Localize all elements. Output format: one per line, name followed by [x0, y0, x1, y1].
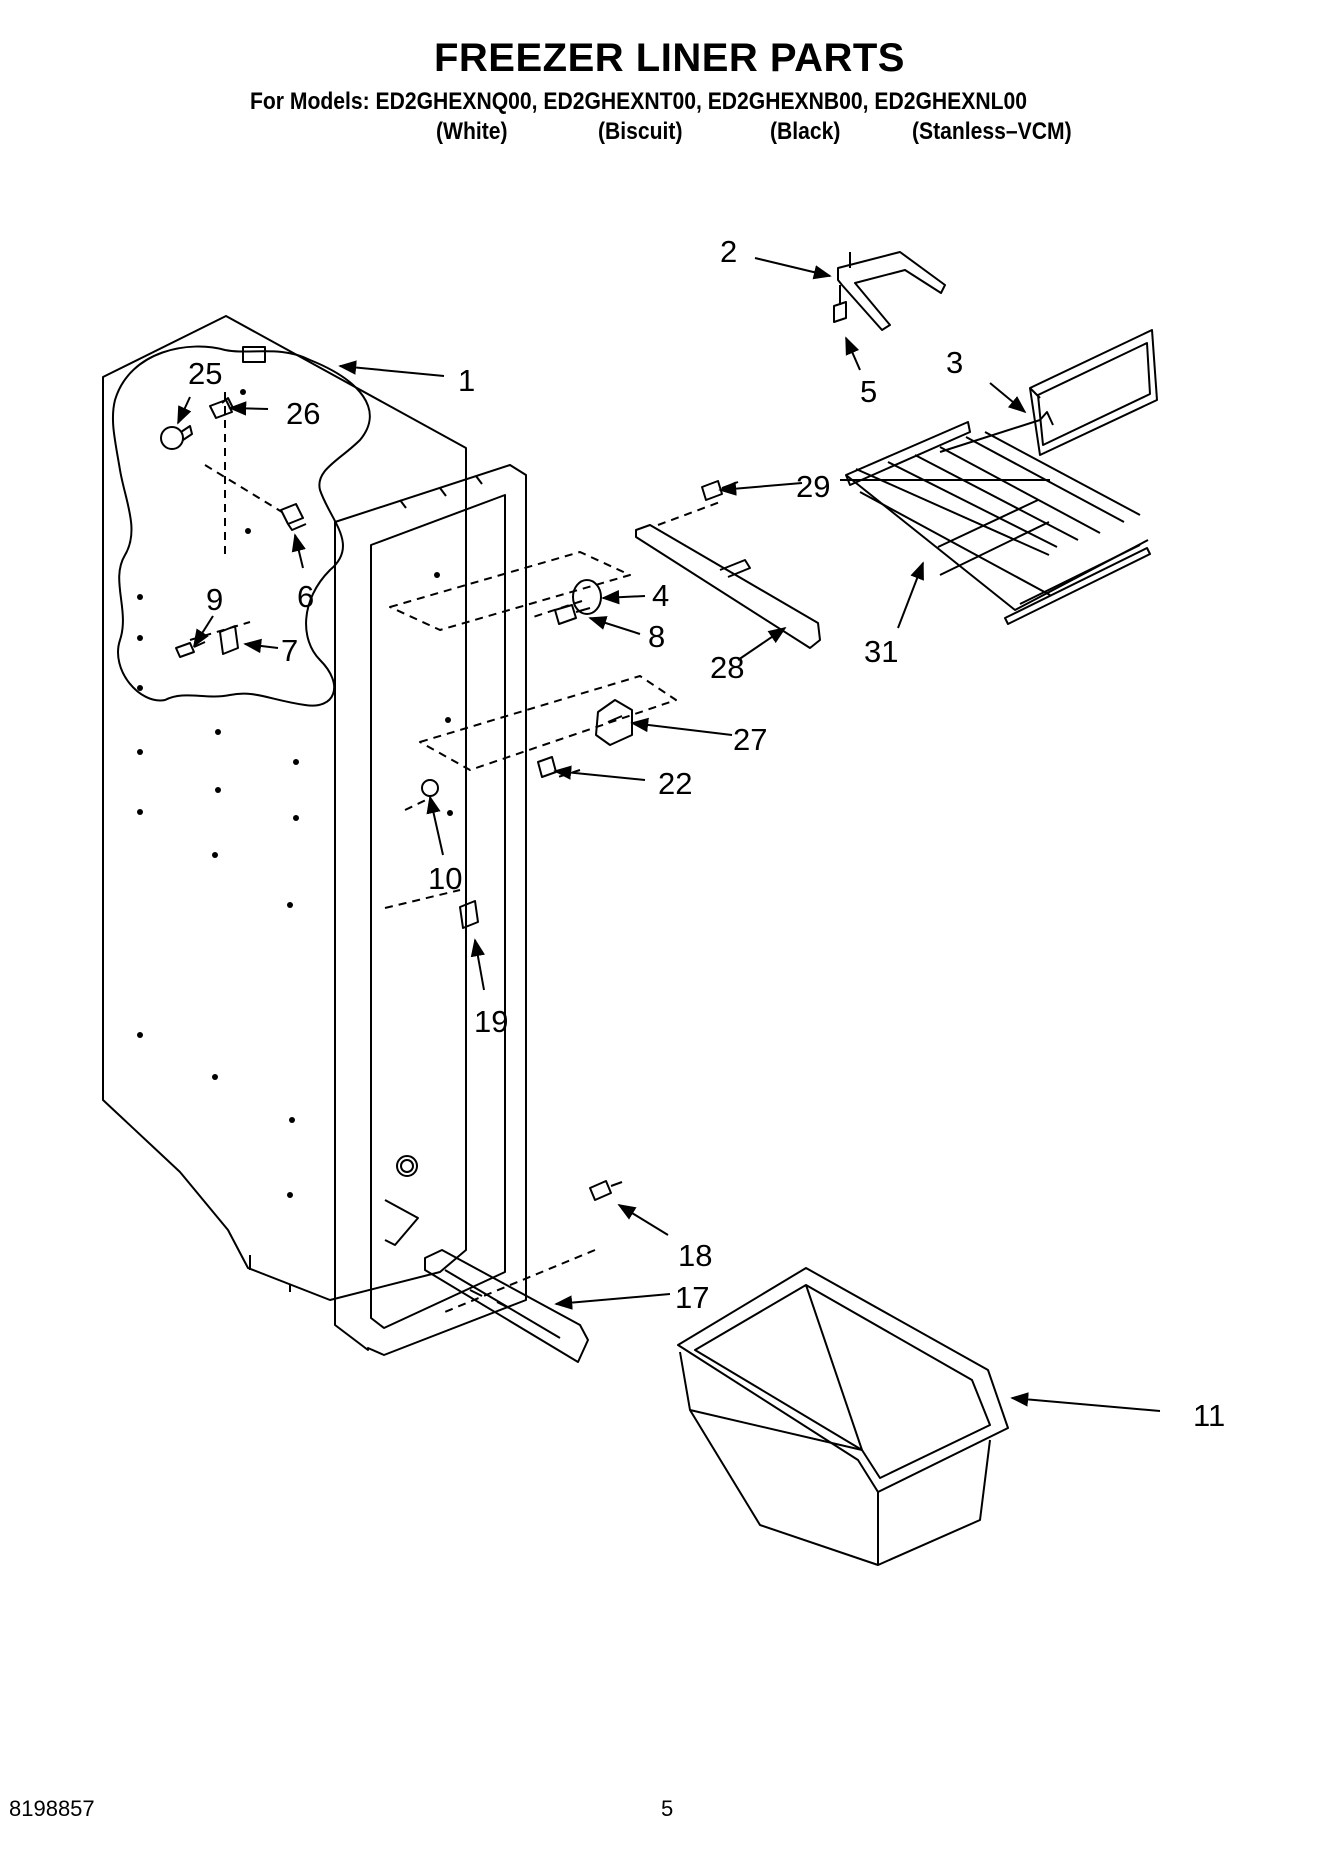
shelf-panel-part-3	[1029, 329, 1158, 456]
screw-part-29	[701, 480, 739, 501]
color-white: (White)	[436, 118, 508, 145]
callout-7: 7	[281, 633, 298, 668]
detail-cloud	[111, 345, 371, 707]
liner-slot	[242, 346, 266, 363]
guide-lines	[189, 392, 721, 1315]
screw-part-18	[589, 1180, 623, 1201]
screw-part-8	[554, 604, 591, 625]
callout-11: 11	[1193, 1398, 1225, 1433]
bumper-part-4	[572, 579, 602, 615]
callout-5: 5	[860, 374, 877, 409]
callout-3: 3	[946, 345, 963, 380]
wire-shelf-part-31	[840, 411, 1151, 625]
callout-29: 29	[796, 469, 830, 504]
liner-holes	[137, 389, 453, 1198]
doc-number: 8198857	[9, 1796, 95, 1821]
callout-1: 1	[458, 363, 475, 398]
color-stainless: (Stanless–VCM)	[912, 118, 1072, 145]
switch-part-19	[459, 900, 479, 929]
bracket-part-2	[837, 251, 946, 331]
callout-31: 31	[864, 634, 898, 669]
rail-part-28	[635, 524, 821, 649]
callout-6: 6	[297, 579, 314, 614]
screw-part-9	[175, 641, 206, 658]
page-number: 5	[661, 1796, 674, 1821]
color-biscuit: (Biscuit)	[598, 118, 683, 145]
light-bulb	[160, 426, 184, 450]
callout-22: 22	[658, 766, 692, 801]
callout-17: 17	[675, 1280, 709, 1315]
models-line: For Models: ED2GHEXNQ00, ED2GHEXNT00, ED…	[250, 88, 1027, 115]
screw-part-22	[537, 756, 557, 778]
callout-26: 26	[286, 396, 320, 431]
callout-2: 2	[720, 234, 737, 269]
callout-labels: 1 2 3 4 5 6 7 8 9 10 11 17 18 19 22 25 2…	[188, 234, 1225, 1433]
screw-part-5	[833, 285, 847, 323]
freezer-liner-body	[102, 315, 527, 1356]
callout-25: 25	[188, 356, 222, 391]
callout-4: 4	[652, 578, 669, 613]
bracket-part-7	[219, 625, 239, 655]
callout-27: 27	[733, 722, 767, 757]
callout-10: 10	[428, 861, 462, 896]
screw-part-10	[421, 779, 439, 797]
callout-8: 8	[648, 619, 665, 654]
page-title: FREEZER LINER PARTS	[433, 36, 905, 80]
color-black: (Black)	[770, 118, 841, 145]
callout-18: 18	[678, 1238, 712, 1273]
support-part-27	[595, 699, 633, 746]
trim-part-17	[424, 1249, 589, 1363]
callout-28: 28	[710, 650, 744, 685]
leader-lines	[177, 257, 1161, 1412]
clip-part-6	[280, 503, 307, 531]
ice-bin-part-11	[677, 1267, 1009, 1566]
callout-19: 19	[474, 1004, 508, 1039]
callout-9: 9	[206, 582, 223, 617]
light-socket	[209, 397, 234, 419]
